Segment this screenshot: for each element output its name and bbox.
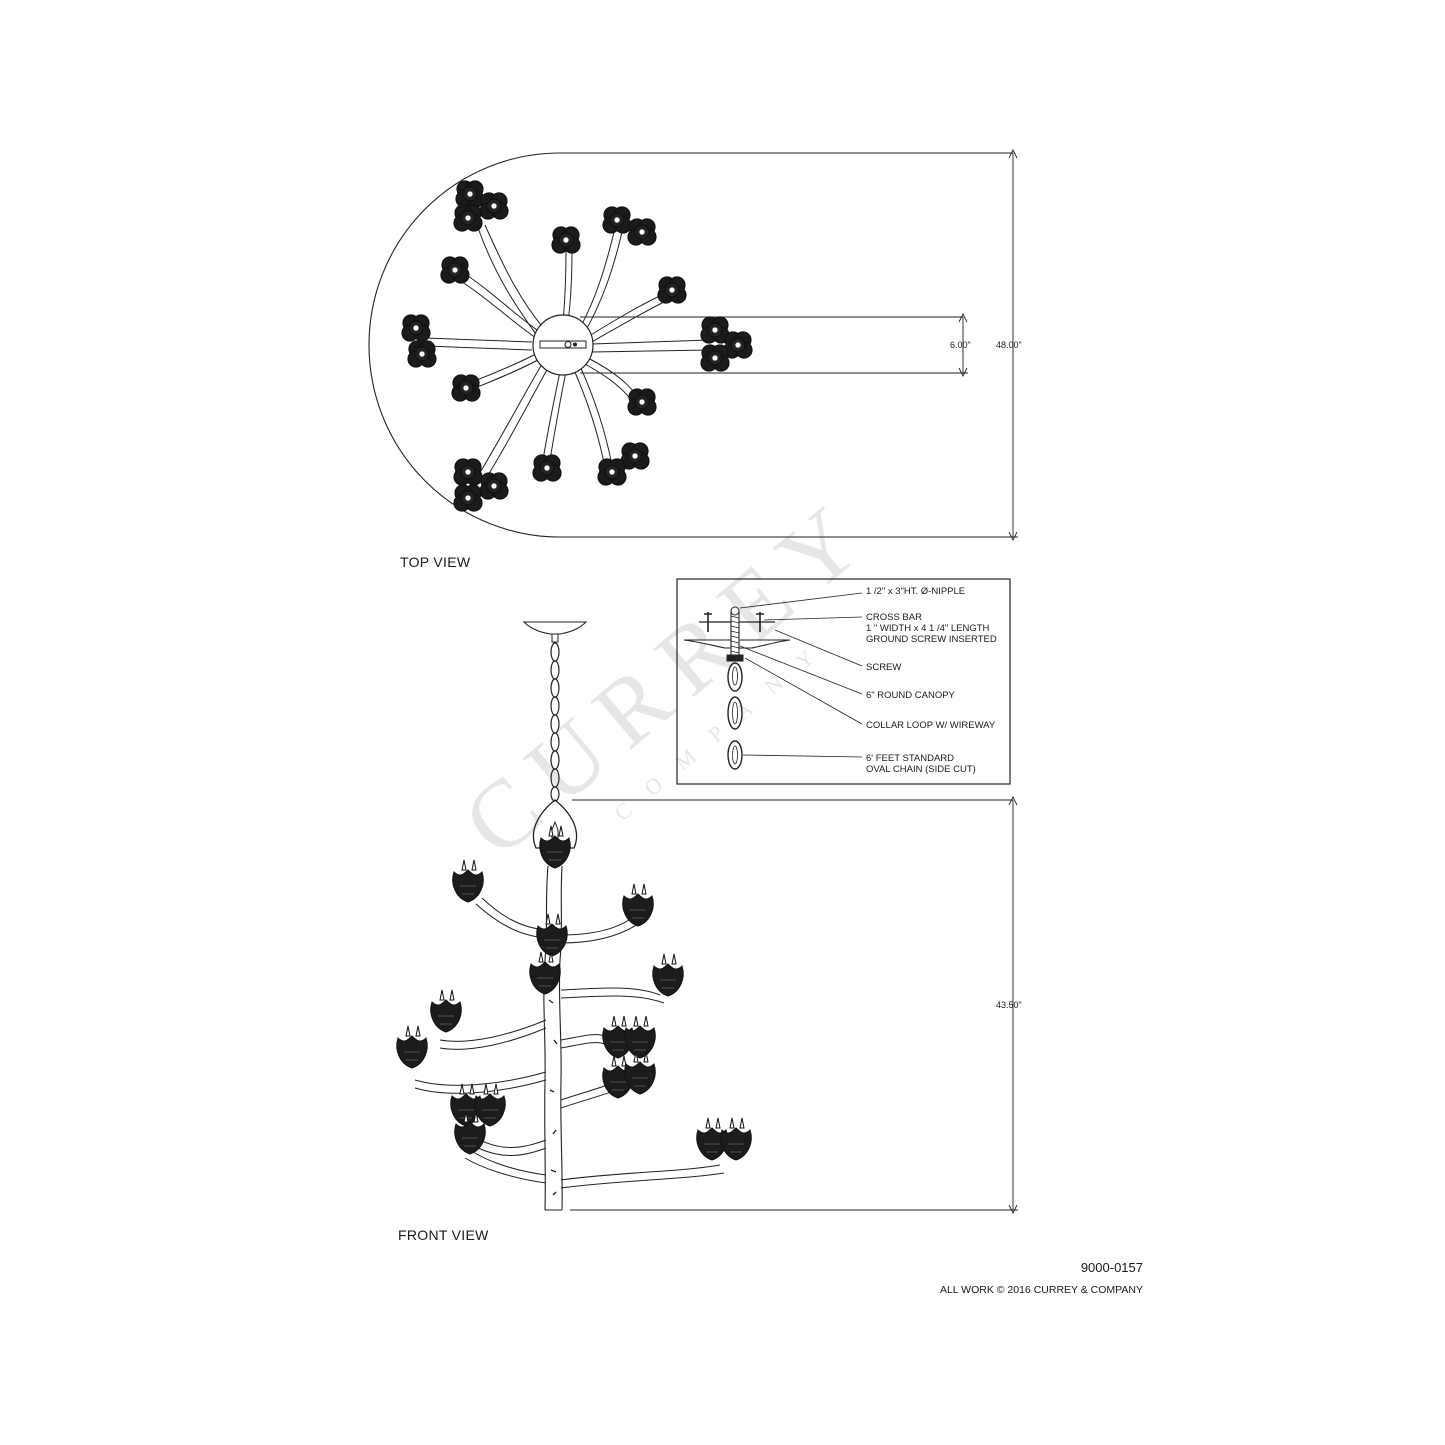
- watermark: CURREY COMPANY: [443, 475, 893, 877]
- callout-ground-screw: GROUND SCREW INSERTED: [866, 634, 997, 645]
- callout-collar-loop: COLLAR LOOP W/ WIREWAY: [866, 720, 996, 731]
- trunk: [543, 865, 563, 1211]
- hardware-callouts: 1 /2" x 3"HT. Ø-NIPPLE CROSS BAR 1 " WID…: [866, 586, 997, 775]
- svg-text:COLLAR LOOP W/ WIREWAY: COLLAR LOOP W/ WIREWAY: [866, 720, 996, 731]
- svg-text:CROSS BAR 1 " WIDTH x 4: CROSS BAR 1 " WIDTH x 4 1 /4" LENGTH GRO…: [866, 612, 997, 645]
- dimension-canopy-diameter: 6.00": [950, 340, 971, 350]
- svg-text:1 /2" x 3"HT. Ø-NIPPLE: 1 /2" x 3"HT. Ø-NIPPLE: [866, 586, 965, 597]
- canopy-front: [522, 621, 588, 635]
- dimension-overall-diameter: 48.00": [996, 340, 1022, 350]
- front-view-title: FRONT VIEW: [398, 1227, 489, 1243]
- callout-cross-bar-size: 1 " WIDTH x 4 1 /4" LENGTH: [866, 623, 990, 634]
- top-view: [368, 148, 1018, 542]
- part-number: 9000-0157: [1081, 1260, 1143, 1275]
- outer-diameter-outline: [368, 152, 561, 538]
- watermark-brand: CURREY: [443, 475, 893, 877]
- callout-chain-type: OVAL CHAIN (SIDE CUT): [866, 764, 976, 775]
- dimension-overall-height: 43.50": [996, 1000, 1022, 1010]
- cross-bar: [539, 340, 587, 349]
- svg-text:6' FEET STANDARD OVAL CH: 6' FEET STANDARD OVAL CHAIN (SIDE CUT): [866, 753, 976, 775]
- callout-screw: SCREW: [866, 662, 901, 673]
- hardware-detail-box: [676, 578, 1011, 785]
- chain-front: [550, 642, 560, 802]
- tulips-front: [396, 859, 752, 1161]
- front-view: [396, 621, 1018, 1215]
- leader-lines: [739, 592, 863, 758]
- svg-text:SCREW: SCREW: [866, 662, 901, 673]
- callout-canopy: 6" ROUND CANOPY: [866, 690, 956, 701]
- callout-cross-bar: CROSS BAR: [866, 612, 922, 623]
- top-view-title: TOP VIEW: [400, 554, 471, 570]
- callout-nipple: 1 /2" x 3"HT. Ø-NIPPLE: [866, 586, 965, 597]
- copyright-notice: ALL WORK © 2016 CURREY & COMPANY: [940, 1284, 1143, 1296]
- collar-loop-detail: [726, 654, 744, 662]
- callout-chain: 6' FEET STANDARD: [866, 753, 954, 764]
- svg-text:6" ROUND CANOPY: 6" ROUND CANOPY: [866, 690, 956, 701]
- arms: [424, 224, 711, 481]
